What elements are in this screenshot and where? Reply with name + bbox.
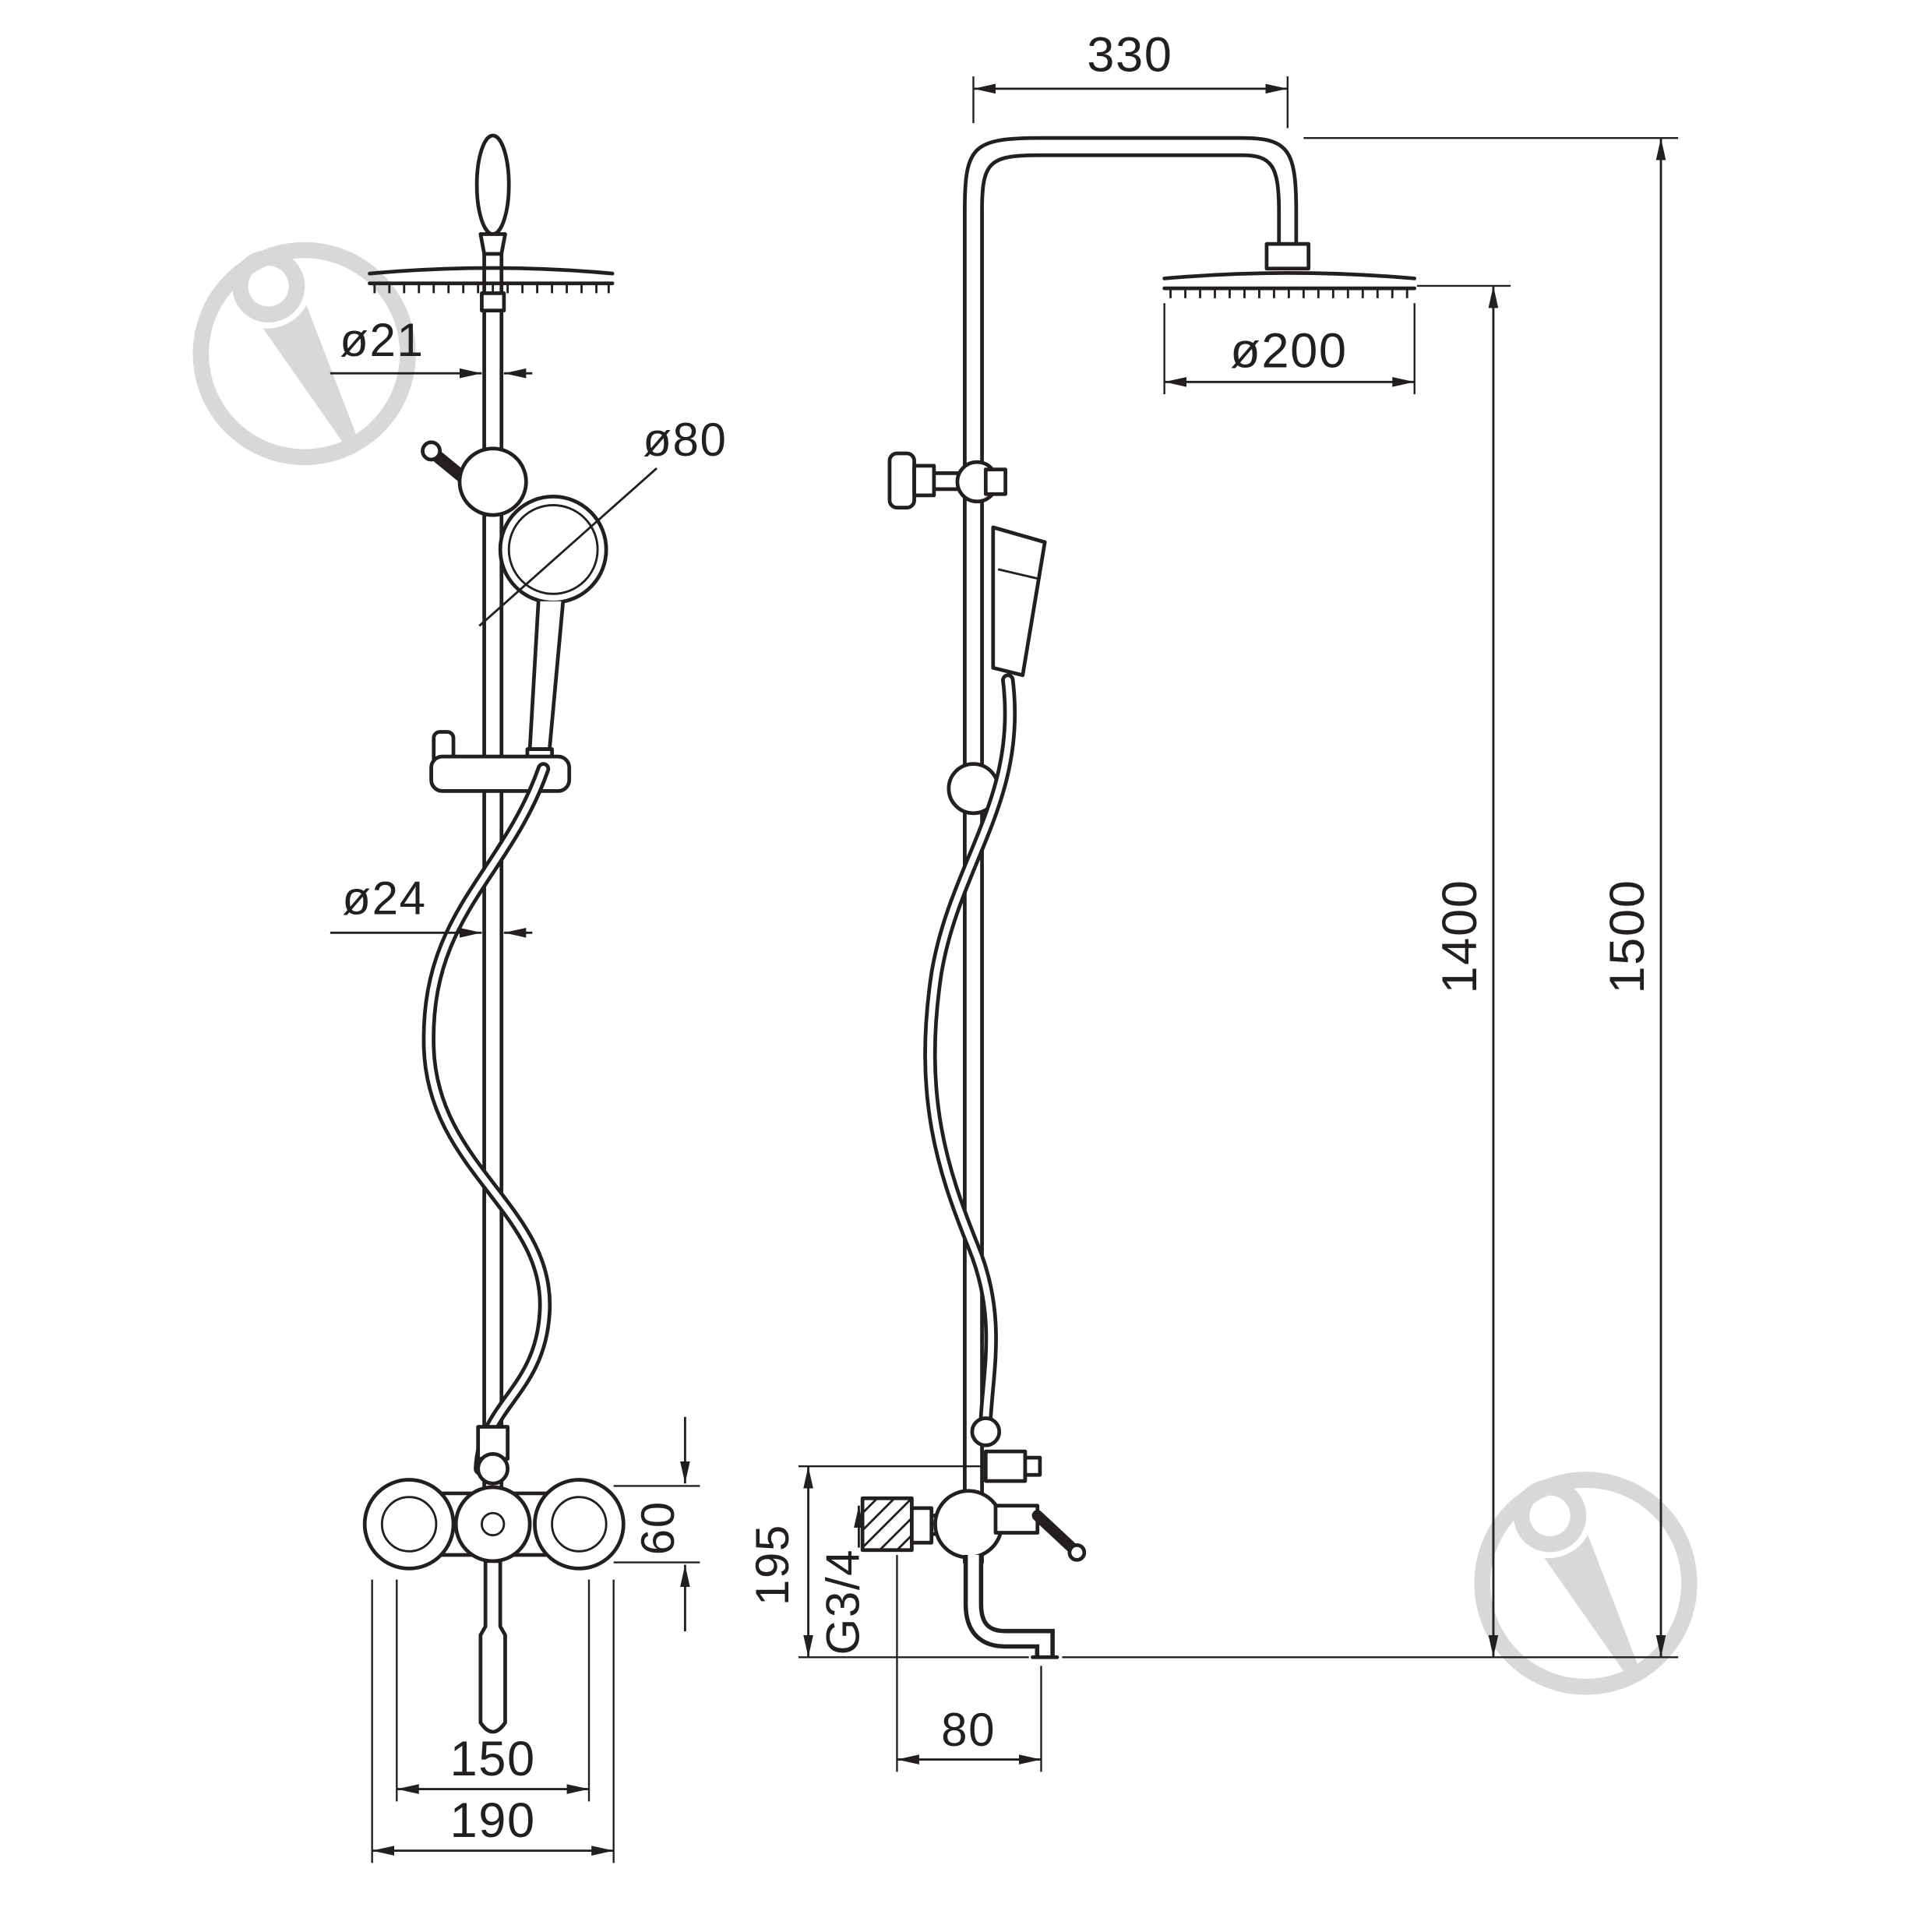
dim-label-riser-diameter: ø24 [342,873,426,925]
hose-connector-side [970,1416,1042,1483]
dim-label-spout-drop: 195 [746,1524,799,1606]
tub-spout-side [963,1555,1059,1659]
dim-label-mixer-width: 190 [450,1793,536,1848]
dim-label-total-height: 1500 [1600,880,1655,994]
label-connection-thread: G3/4 [816,1505,869,1655]
shower-hose-side [923,673,1017,1426]
dim-mixer-height: 60 [613,1416,700,1632]
hand-shower-front [498,495,608,769]
upper-valve-front [421,440,528,517]
dim-spout-projection: 80 [896,1555,1042,1772]
top-knob-front [474,133,511,256]
shower-hose-front [421,762,552,1476]
dim-label-inlet-spacing: 150 [450,1732,536,1786]
dim-label-arm-projection: 330 [1087,28,1172,83]
dim-label-mixer-height: 60 [632,1500,684,1555]
side-view: 330 ø200 195 G3/4 80 [746,28,1679,1772]
front-view: ø21 ø80 ø24 60 150 [330,133,727,1863]
rain-shower-head-side [1162,270,1417,298]
dim-label-head-height: 1400 [1433,880,1487,994]
rain-shower-head-front [368,266,615,312]
riser-pipe-side [963,136,1299,1564]
dim-riser-diameter: ø24 [330,873,533,938]
dim-label-head-diameter: ø200 [1230,323,1348,378]
mixer-body-front [362,1478,626,1571]
dim-arm-projection: 330 [972,28,1289,129]
hand-shower-side [991,525,1047,678]
dim-inlet-spacing: 150 [396,1579,591,1802]
leader-hand-shower [478,467,658,627]
dim-label-connection-thread: G3/4 [816,1549,869,1655]
dim-total-height: 1500 [1062,136,1679,1659]
mixer-lever-front [478,1559,507,1734]
dim-mixer-width: 190 [371,1579,615,1863]
dim-head-pipe-diameter: ø21 [330,314,533,379]
dim-label-head-pipe-diameter: ø21 [340,314,424,366]
watermark-logo-top-left [192,242,416,466]
hose-connector-front [476,1425,510,1486]
diverter-knob-side [887,451,1007,510]
dim-head-height: 1400 [1416,284,1511,1658]
dim-label-spout-projection: 80 [941,1704,996,1756]
dim-head-diameter: ø200 [1163,303,1416,395]
dim-label-hand-shower-diameter: ø80 [643,414,727,466]
dim-spout-drop: 195 [746,1465,1029,1659]
watermark-logo-bottom-right [1474,1472,1698,1695]
head-connector-nut [1264,242,1311,271]
mixer-body-side [933,1489,1087,1562]
